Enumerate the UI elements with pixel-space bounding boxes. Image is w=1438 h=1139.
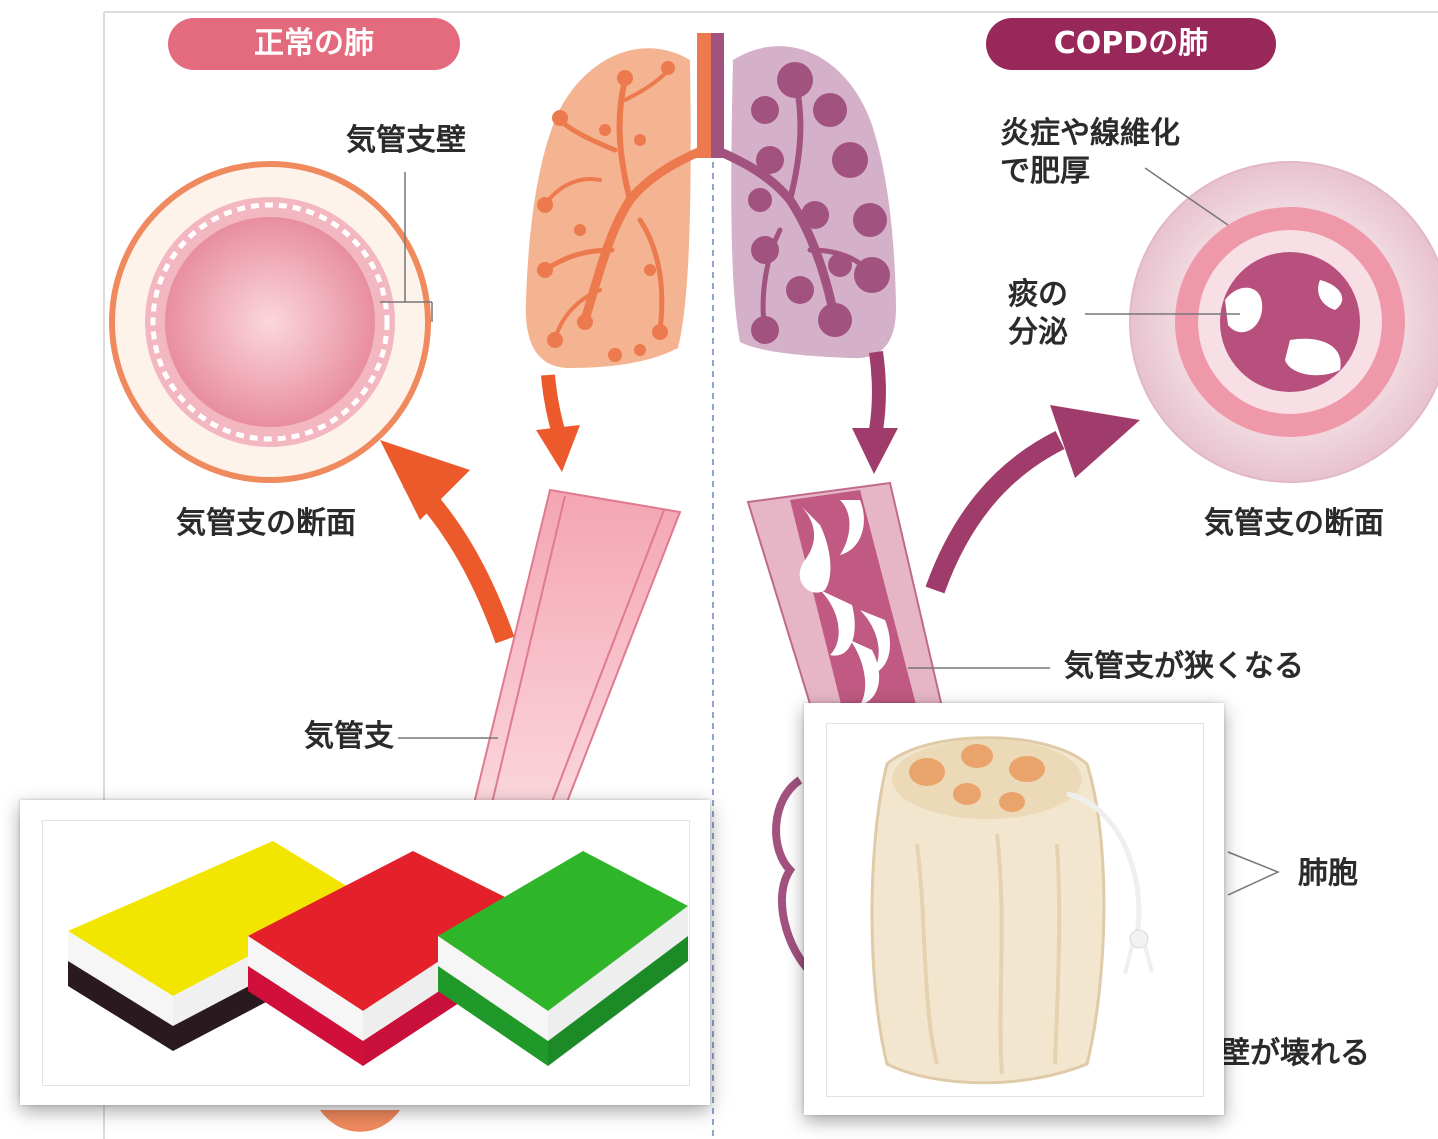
normal-alveoli-hint: [320, 1110, 400, 1132]
normal-bronchus-tube: [470, 490, 680, 820]
alveoli-leader: [1228, 852, 1278, 895]
sputum-label-line1: 痰の: [1008, 276, 1068, 314]
normal-lung-header: 正常の肺: [168, 18, 460, 70]
copd-curved-arrow: [935, 405, 1140, 590]
sputum-label-line2: 分泌: [1008, 314, 1068, 352]
bronchial-wall-label: 気管支壁: [346, 122, 466, 160]
thickened-label: 炎症や線維化 で肥厚: [1000, 115, 1180, 190]
copd-bronchus-tube: [748, 483, 945, 720]
normal-lung: [526, 48, 703, 368]
copd-lung: [716, 46, 896, 358]
normal-curved-arrow: [380, 440, 505, 640]
copd-lung-header: COPDの肺: [986, 18, 1276, 70]
normal-cross-section-label: 気管支の断面: [176, 505, 356, 543]
alveoli-label: 肺胞: [1298, 855, 1358, 893]
thickened-label-line2: で肥厚: [1000, 153, 1180, 191]
sponges-photo: [20, 800, 710, 1105]
copd-down-arrow: [852, 352, 898, 474]
narrowed-label: 気管支が狭くなる: [1064, 648, 1304, 686]
loofah-photo: [804, 703, 1224, 1115]
walls-broken-label: 壁が壊れる: [1220, 1035, 1370, 1073]
copd-cross-section: [1085, 162, 1438, 482]
normal-down-arrow: [536, 375, 580, 472]
thickened-label-line1: 炎症や線維化: [1000, 115, 1180, 153]
normal-cross-section: [112, 164, 432, 480]
sponges-illustration: [43, 821, 689, 1085]
bronchus-label: 気管支: [304, 718, 394, 756]
loofah-illustration: [827, 724, 1203, 1096]
trachea: [697, 33, 724, 158]
sputum-label: 痰の 分泌: [1008, 276, 1068, 351]
copd-cross-section-label: 気管支の断面: [1204, 505, 1384, 543]
